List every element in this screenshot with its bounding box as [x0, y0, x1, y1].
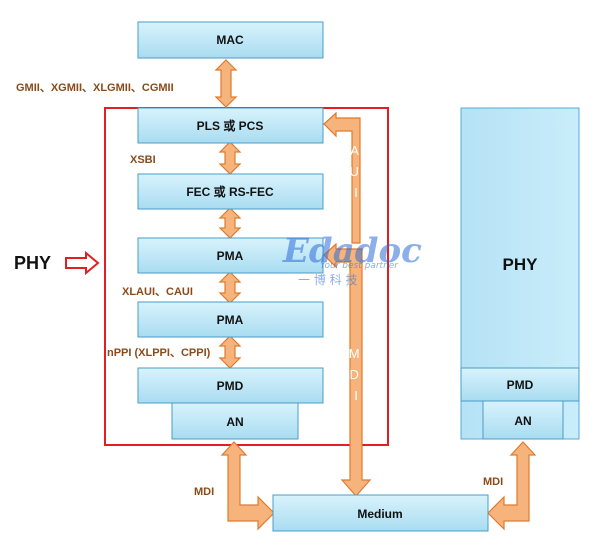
right-pmd-label: PMD — [507, 378, 534, 392]
watermark-tagline: Your best partner — [320, 261, 399, 271]
right-pmd-box — [460, 367, 580, 402]
phy-label: PHY — [14, 253, 51, 273]
xsbi-label: XSBI — [130, 154, 156, 166]
mdi-letter: I — [354, 388, 358, 403]
mdi-letter: D — [349, 367, 358, 382]
pls-pcs-label: PLS 或 PCS — [197, 118, 264, 133]
arrow-fec-pma — [218, 207, 242, 239]
pma-box-upper — [137, 237, 324, 274]
fec-box — [137, 173, 324, 210]
aui-letter: A — [350, 143, 359, 158]
pma-lower-label: PMA — [217, 313, 244, 327]
pma-upper-label: PMA — [217, 249, 244, 263]
pmd-label: PMD — [217, 379, 244, 393]
aui-vertical-label: A U I — [349, 143, 362, 200]
mdi-vertical-label: M D I — [349, 346, 363, 403]
an-label: AN — [226, 415, 243, 429]
aui-letter: I — [354, 185, 358, 200]
xlaui-label: XLAUI、CAUI — [122, 286, 193, 298]
pls-pcs-box — [137, 107, 324, 144]
arrow-aui — [323, 111, 361, 244]
arrow-an-medium-left — [220, 441, 275, 531]
medium-box — [272, 494, 489, 532]
nppi-label: nPPI (XLPPI、CPPI) — [107, 347, 211, 359]
watermark-logo: Edadoc Your best partner 一 博 科 技 — [282, 231, 422, 287]
phy-pointer-arrow — [65, 250, 100, 276]
arrow-pls-fec — [218, 141, 242, 175]
gmii-label: GMII、XGMII、XLGMII、CGMII — [16, 82, 174, 94]
mdi-letter: M — [349, 346, 360, 361]
medium-label: Medium — [357, 507, 402, 521]
mac-label: MAC — [216, 33, 244, 47]
right-an-box — [482, 400, 564, 440]
right-phy-title: PHY — [503, 255, 539, 274]
watermark-logo-text: Edadoc — [282, 231, 422, 271]
pmd-box — [137, 367, 324, 404]
pma-box-lower — [137, 301, 324, 338]
aui-letter: U — [349, 164, 358, 179]
mdi-right-label: MDI — [483, 476, 503, 488]
arrow-mac-pls — [214, 59, 238, 108]
arrow-pma-pma — [218, 271, 242, 304]
mac-box — [137, 21, 324, 59]
watermark-chinese: 一 博 科 技 — [298, 272, 357, 287]
arrow-pma-pmd — [218, 335, 242, 369]
an-box — [171, 402, 299, 440]
right-an-label: AN — [514, 414, 531, 428]
mdi-left-label: MDI — [194, 486, 214, 498]
fec-label: FEC 或 RS-FEC — [186, 184, 274, 199]
